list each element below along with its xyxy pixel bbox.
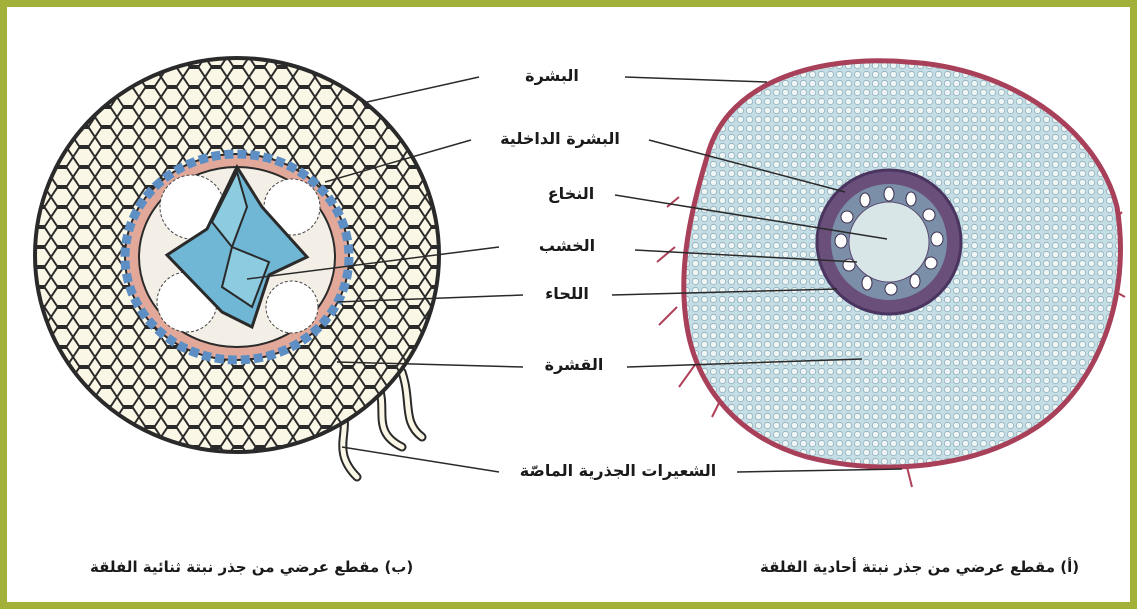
dicot-root-section: [35, 58, 439, 477]
label-epidermis: البشرة: [525, 66, 579, 85]
monocot-root-section: [657, 61, 1125, 487]
figure-canvas: [7, 7, 1137, 616]
label-xylem: الخشب: [539, 236, 595, 255]
label-cortex: القشرة: [545, 355, 604, 374]
caption-dicot: (ب) مقطع عرضي من جذر نبتة ثنائية الفلقة: [90, 558, 413, 576]
phloem-patch: [266, 281, 318, 333]
caption-monocot: (أ) مقطع عرضي من جذر نبتة أحادية الفلقة: [760, 558, 1079, 576]
label-endodermis: البشرة الداخلية: [500, 129, 620, 148]
label-pith: النخاع: [548, 184, 595, 203]
label-root-hairs: الشعيرات الجذرية الماصّة: [520, 461, 717, 480]
monocot-pith: [849, 202, 929, 282]
label-phloem: اللحاء: [545, 284, 589, 303]
